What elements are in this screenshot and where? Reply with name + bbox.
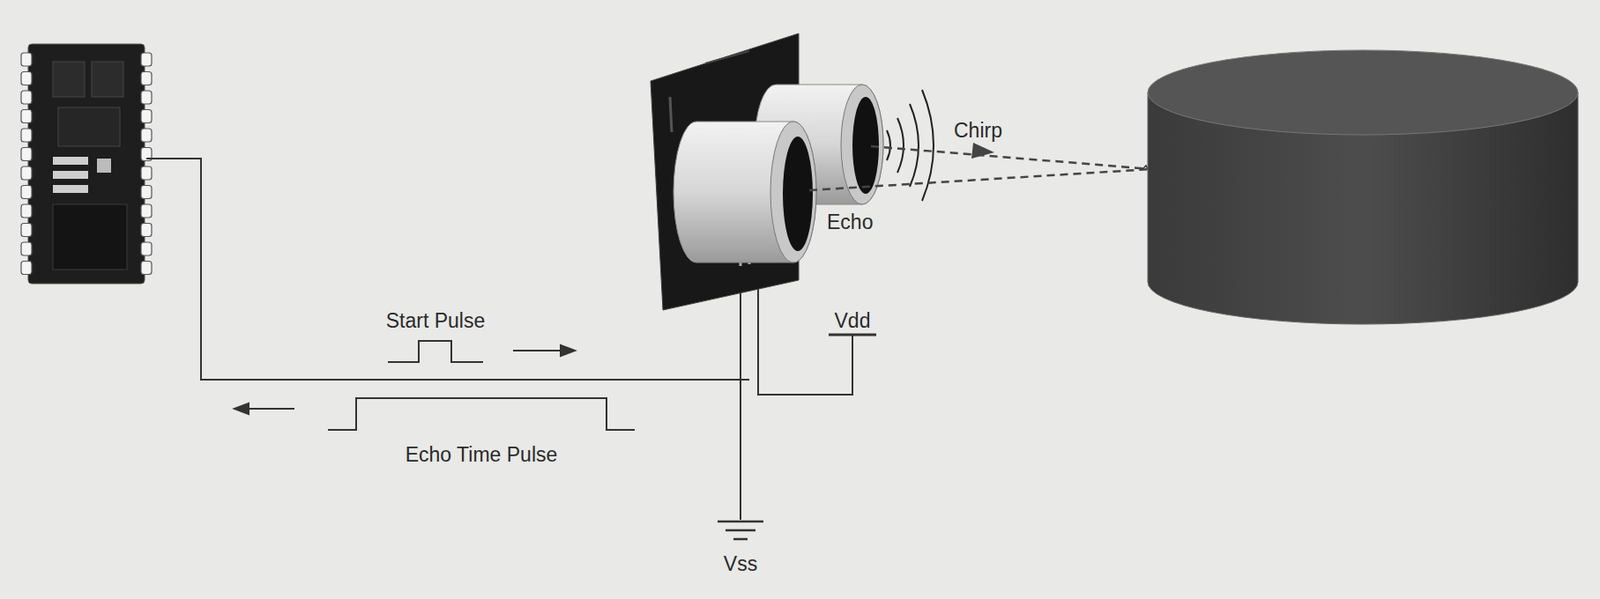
header-pin xyxy=(141,223,152,238)
microcontroller-module xyxy=(28,44,145,284)
header-pin xyxy=(141,110,152,124)
signal-label: Start Pulse xyxy=(386,310,486,333)
header-pin xyxy=(21,186,32,200)
header-pin xyxy=(141,90,152,105)
header-pin xyxy=(141,128,152,142)
wave-label: Chirp xyxy=(953,119,1003,142)
header-pin xyxy=(21,223,32,238)
header-pin xyxy=(141,186,152,200)
header-pin xyxy=(21,52,32,67)
header-pin xyxy=(21,166,32,180)
header-pin xyxy=(21,72,32,86)
header-pin xyxy=(141,242,152,256)
wave-label: Echo xyxy=(826,211,873,234)
header-pin xyxy=(21,261,32,276)
arrowhead xyxy=(971,142,995,159)
header-pin xyxy=(21,128,32,142)
header-pin xyxy=(141,261,152,276)
signal-label: Echo Time Pulse xyxy=(405,444,559,467)
header-pin xyxy=(141,72,152,86)
header-pin xyxy=(141,166,152,180)
power-label: Vdd xyxy=(834,310,871,333)
ground-symbol xyxy=(717,521,764,540)
header-pin xyxy=(21,110,32,124)
header-pin xyxy=(21,242,32,256)
ground-label: Vss xyxy=(723,553,758,576)
target-object xyxy=(1147,50,1578,325)
header-pin xyxy=(21,90,32,105)
ultrasonic-sensor xyxy=(650,33,884,311)
header-pin xyxy=(21,204,32,218)
pulse-waveform xyxy=(234,341,635,431)
header-pin xyxy=(141,52,152,67)
header-pin xyxy=(141,204,152,218)
header-pin xyxy=(21,148,32,162)
